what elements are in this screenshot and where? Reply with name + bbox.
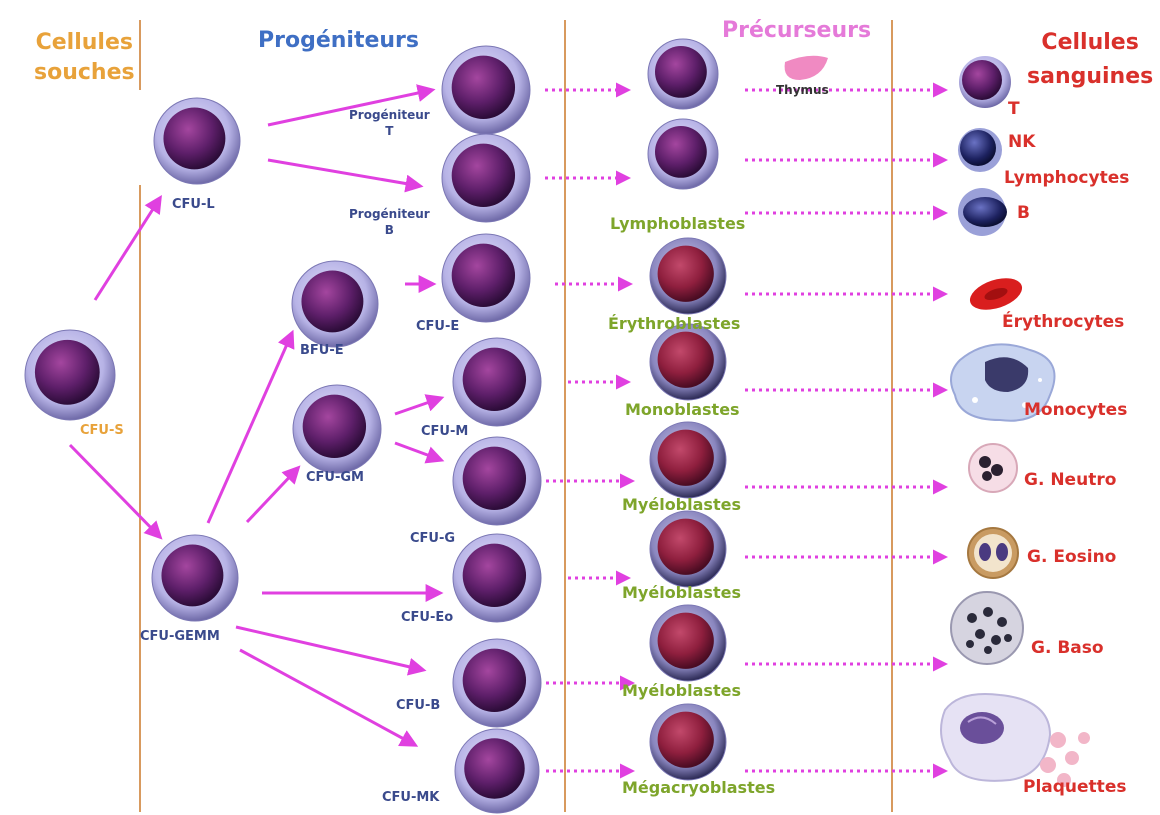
arrow-cfugemm-cfugm xyxy=(247,468,298,522)
label-t: T xyxy=(1008,101,1020,118)
arrow-cful-progb xyxy=(268,160,420,186)
cfu-gm-cell-icon xyxy=(293,385,381,473)
label-cfu-m: CFU-M xyxy=(421,425,468,438)
cfu-m-cell-icon xyxy=(453,338,541,426)
label-lymphoblastes: Lymphoblastes xyxy=(610,216,745,232)
progenitor-t-cell-icon xyxy=(442,46,530,134)
header-stem-cells: Cellules souches xyxy=(34,28,135,88)
label-lymphocytes: Lymphocytes xyxy=(1004,170,1129,187)
megakaryoblast-cell-icon xyxy=(650,704,726,780)
label-progenitor-b: Progéniteur B xyxy=(349,206,430,238)
label-plaquettes: Plaquettes xyxy=(1023,779,1126,796)
cfu-e-cell-icon xyxy=(442,234,530,322)
label-megacaryoblastes: Mégacryoblastes xyxy=(622,780,775,796)
label-myeloblastes-2: Myéloblastes xyxy=(622,585,741,601)
lineage-arrows xyxy=(70,90,441,745)
arrow-cfus-cful xyxy=(95,198,160,300)
label-bfu-e: BFU-E xyxy=(300,344,344,357)
label-cfu-b: CFU-B xyxy=(396,699,440,712)
label-monocytes: Monocytes xyxy=(1024,402,1127,419)
eosinophil-icon xyxy=(968,528,1018,578)
erythrocyte-icon xyxy=(966,272,1026,315)
label-neutro: G. Neutro xyxy=(1024,472,1116,489)
label-cfu-g: CFU-G xyxy=(410,532,455,545)
header-blood-cells: Cellules sanguines xyxy=(1027,26,1153,94)
blood-cells xyxy=(941,56,1090,787)
label-cfu-s: CFU-S xyxy=(80,424,124,437)
cfu-b-cell-icon xyxy=(453,639,541,727)
precursor-t-cell-icon xyxy=(648,39,718,109)
precursor-b-cell-icon xyxy=(648,119,718,189)
label-cfu-gemm: CFU-GEMM xyxy=(140,630,220,643)
maturation-arrows xyxy=(545,90,945,771)
label-myeloblastes-3: Myéloblastes xyxy=(622,683,741,699)
header-precursors: Précurseurs xyxy=(722,20,871,42)
cfu-g-cell-icon xyxy=(453,437,541,525)
header-progenitors: Progéniteurs xyxy=(258,30,419,52)
nk-cell-icon xyxy=(958,128,1002,172)
label-cfu-eo: CFU-Eo xyxy=(401,611,453,624)
megakaryocyte-platelets-icon xyxy=(941,694,1090,787)
label-cfu-mk: CFU-MK xyxy=(382,791,439,804)
myeloblast-1-cell-icon xyxy=(650,422,726,498)
arrow-cfugm-cfum xyxy=(395,398,441,414)
basophil-icon xyxy=(951,592,1023,664)
arrow-cfugm-cfug xyxy=(395,443,441,460)
cfu-eo-cell-icon xyxy=(453,534,541,622)
cfu-mk-cell-icon xyxy=(455,729,539,813)
bfu-e-cell-icon xyxy=(292,261,378,347)
myeloblast-3-cell-icon xyxy=(650,605,726,681)
label-thymus: Thymus xyxy=(776,84,829,96)
label-erythrocytes: Érythrocytes xyxy=(1002,314,1124,331)
cfu-l-cell-icon xyxy=(154,98,240,184)
b-lymphocyte-icon xyxy=(958,188,1007,236)
label-cfu-e: CFU-E xyxy=(416,320,459,333)
label-eosino: G. Eosino xyxy=(1027,549,1116,566)
label-erythroblastes: Érythroblastes xyxy=(608,316,740,332)
neutrophil-icon xyxy=(969,444,1017,492)
label-b: B xyxy=(1017,205,1030,222)
progenitor-b-cell-icon xyxy=(442,134,530,222)
label-monoblastes: Monoblastes xyxy=(625,402,740,418)
label-progenitor-t: Progéniteur T xyxy=(349,107,430,139)
myeloblast-2-cell-icon xyxy=(650,511,726,587)
thymus-icon xyxy=(785,56,828,80)
cfu-gemm-cell-icon xyxy=(152,535,238,621)
label-cfu-l: CFU-L xyxy=(172,198,215,211)
label-nk: NK xyxy=(1008,134,1035,151)
cfu-s-cell-icon xyxy=(25,330,115,420)
label-cfu-gm: CFU-GM xyxy=(306,471,364,484)
arrow-cfus-cfugemm xyxy=(70,445,160,537)
monoblast-cell-icon xyxy=(650,324,726,400)
label-baso: G. Baso xyxy=(1031,640,1104,657)
arrow-cfugemm-cfumk xyxy=(240,650,415,745)
label-myeloblastes-1: Myéloblastes xyxy=(622,497,741,513)
t-lymphocyte-icon xyxy=(959,56,1011,108)
erythroblast-cell-icon xyxy=(650,238,726,314)
arrow-cfugemm-bfue xyxy=(208,333,292,523)
